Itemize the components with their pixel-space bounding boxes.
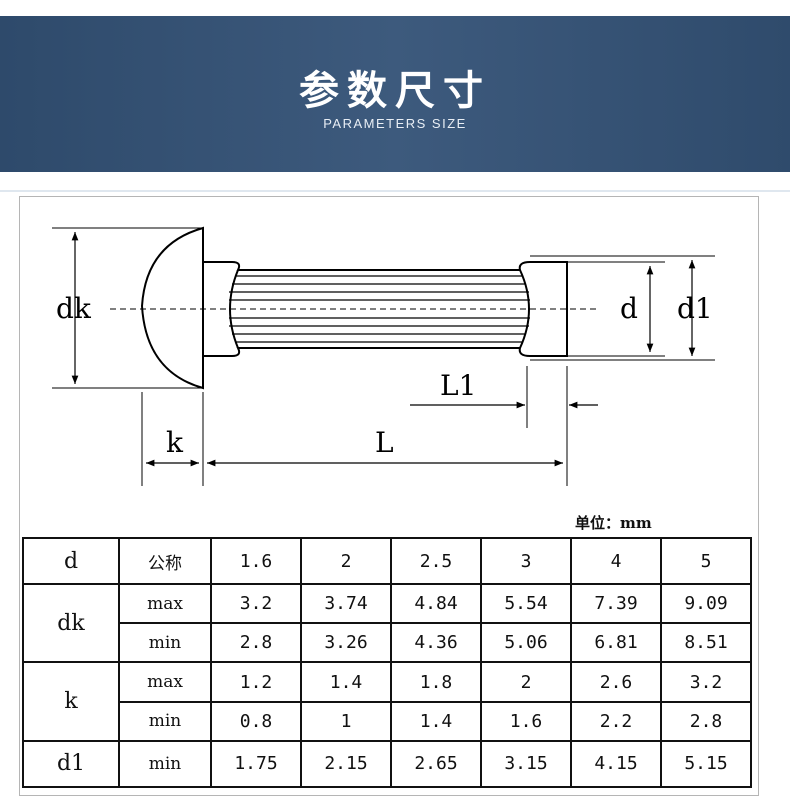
rivet-shank-end	[530, 261, 568, 357]
value-cell: 6.81	[570, 622, 662, 664]
L1-label: L1	[440, 369, 476, 402]
diagram-panel	[19, 196, 759, 796]
rivet-knurled-section	[229, 261, 531, 357]
parameters-table: d 公称 1.6 2 2.5 3 4 5 dk max 3.2 3.74 4.8…	[22, 536, 752, 789]
value-cell: 0.8	[210, 700, 302, 742]
value-cell: 7.39	[570, 583, 662, 625]
row-sub: min	[118, 739, 212, 789]
value-cell: 3.74	[300, 583, 392, 625]
value-cell: 1.2	[210, 661, 302, 703]
value-cell: 1.6	[480, 700, 572, 742]
row-sub: min	[118, 622, 212, 664]
value-cell: 1	[300, 700, 392, 742]
value-cell: 5.06	[480, 622, 572, 664]
value-cell: 2.15	[300, 739, 392, 789]
value-cell: 8.51	[660, 622, 752, 664]
header-param: d	[22, 536, 120, 586]
header-nominal: 公称	[118, 536, 212, 586]
size-cell: 4	[570, 536, 662, 586]
rivet-shank-neck	[203, 261, 232, 357]
row-sub: max	[118, 583, 212, 625]
row-param-d1: d1	[22, 739, 120, 789]
section-divider	[0, 190, 790, 192]
size-cell: 2	[300, 536, 392, 586]
value-cell: 2.6	[570, 661, 662, 703]
size-cell: 3	[480, 536, 572, 586]
value-cell: 4.36	[390, 622, 482, 664]
value-cell: 5.15	[660, 739, 752, 789]
value-cell: 2.65	[390, 739, 482, 789]
value-cell: 9.09	[660, 583, 752, 625]
table-row: min 0.8 1 1.4 1.6 2.2 2.8	[23, 700, 752, 742]
value-cell: 1.75	[210, 739, 302, 789]
value-cell: 2.2	[570, 700, 662, 742]
value-cell: 1.4	[300, 661, 392, 703]
value-cell: 3.2	[660, 661, 752, 703]
d1-label: d1	[677, 292, 713, 325]
knurl-lines	[229, 275, 530, 343]
value-cell: 1.8	[390, 661, 482, 703]
table-row: min 2.8 3.26 4.36 5.06 6.81 8.51	[23, 622, 752, 664]
row-sub: max	[118, 661, 212, 703]
size-cell: 1.6	[210, 536, 302, 586]
d-label: d	[620, 292, 638, 325]
value-cell: 3.26	[300, 622, 392, 664]
header-banner: 参数尺寸 PARAMETERS SIZE	[0, 16, 790, 172]
size-cell: 2.5	[390, 536, 482, 586]
size-cell: 5	[660, 536, 752, 586]
rivet-head	[140, 226, 204, 390]
value-cell: 4.84	[390, 583, 482, 625]
table-row: k max 1.2 1.4 1.8 2 2.6 3.2	[22, 661, 752, 742]
row-param-k: k	[22, 661, 120, 742]
dk-label: dk	[56, 292, 92, 325]
value-cell: 1.4	[390, 700, 482, 742]
banner-subtitle: PARAMETERS SIZE	[323, 116, 467, 131]
value-cell: 5.54	[480, 583, 572, 625]
value-cell: 2	[480, 661, 572, 703]
value-cell: 3.2	[210, 583, 302, 625]
row-param-dk: dk	[22, 583, 120, 664]
rivet-dimension-drawing: dk d d1 L1 k L	[52, 226, 715, 486]
value-cell: 4.15	[570, 739, 662, 789]
value-cell: 2.8	[210, 622, 302, 664]
L-label: L	[375, 426, 394, 459]
value-cell: 2.8	[660, 700, 752, 742]
k-label: k	[166, 426, 184, 459]
banner-title: 参数尺寸	[299, 68, 491, 114]
unit-label: 单位：mm	[575, 514, 652, 532]
row-sub: min	[118, 700, 212, 742]
table-row: dk max 3.2 3.74 4.84 5.54 7.39 9.09	[22, 583, 752, 664]
table-row: d1 min 1.75 2.15 2.65 3.15 4.15 5.15	[22, 739, 752, 789]
value-cell: 3.15	[480, 739, 572, 789]
table-header-row: d 公称 1.6 2 2.5 3 4 5	[22, 536, 752, 586]
